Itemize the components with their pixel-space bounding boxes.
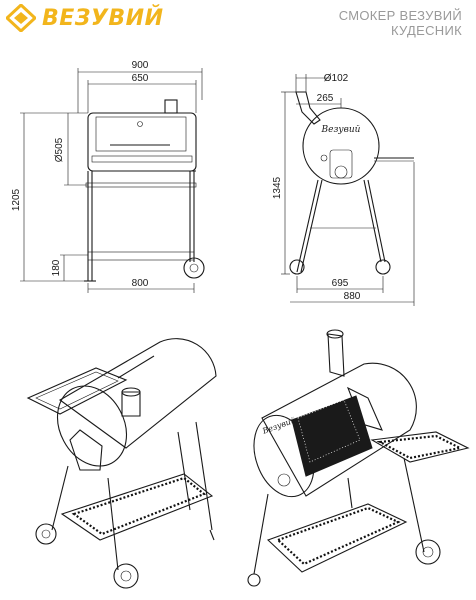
dim-front-800: 800	[132, 278, 149, 289]
dim-front-1205: 1205	[11, 188, 22, 211]
side-view: Везувий Ø102 265 1345 695 880	[272, 73, 415, 306]
dim-side-880: 880	[344, 291, 361, 302]
iso-right-side-shelf	[370, 431, 470, 463]
product-title: СМОКЕР ВЕЗУВИЙ КУДЕСНИК	[339, 8, 462, 38]
iso-left-wheel-1	[35, 523, 57, 545]
side-air-vent	[334, 165, 348, 179]
side-leg-left	[296, 179, 319, 273]
dim-side-265: 265	[317, 93, 334, 104]
iso-right-wheel-1	[247, 573, 261, 587]
iso-view-left	[26, 338, 217, 589]
iso-right-air-vent	[277, 473, 291, 487]
dim-side-d102: Ø102	[324, 73, 349, 84]
iso-right-bottom-shelf	[266, 503, 408, 573]
product-title-line2: КУДЕСНИК	[391, 23, 462, 38]
brand-logo: ВЕЗУВИЙ	[6, 4, 163, 32]
brand-name: ВЕЗУВИЙ	[42, 5, 164, 31]
iso-left-lid-seam	[117, 355, 155, 379]
dim-side-1345: 1345	[272, 176, 283, 199]
iso-right-leg-1	[253, 493, 269, 575]
front-lid	[95, 116, 187, 152]
iso-left-firebox-door	[69, 429, 103, 471]
dim-front-180: 180	[51, 259, 62, 276]
iso-left-leg-1	[51, 465, 69, 531]
dim-side-695: 695	[332, 278, 349, 289]
iso-left-barrel-end	[56, 385, 128, 467]
front-chimney	[164, 99, 178, 114]
iso-right-wheel-2	[415, 539, 441, 565]
front-grate	[91, 155, 193, 163]
iso-right-open-chamber	[291, 395, 373, 477]
side-leg-right	[363, 179, 382, 263]
iso-left-leg-3	[195, 421, 213, 531]
product-title-line1: СМОКЕР ВЕЗУВИЙ	[338, 8, 462, 23]
dim-front-650: 650	[132, 73, 149, 84]
dim-front-900: 900	[132, 60, 149, 71]
dim-front-d505: Ø505	[54, 137, 65, 162]
side-firebox-door	[329, 149, 353, 179]
side-barrel-logo: Везувий	[321, 125, 361, 135]
front-bottom-shelf	[87, 251, 195, 261]
iso-left-bottom-shelf	[60, 473, 214, 541]
front-wheel	[183, 257, 205, 279]
front-thermometer	[137, 121, 143, 127]
iso-view-right: Везувий	[247, 329, 470, 587]
iso-right-chimney	[327, 333, 345, 377]
iso-left-wheel-2	[113, 563, 139, 589]
iso-right-leg-3	[347, 477, 353, 509]
iso-left-side-shelf	[26, 367, 128, 415]
iso-left-barrel	[58, 338, 217, 449]
iso-left-leg-2	[107, 477, 119, 571]
iso-right-lid	[346, 386, 383, 431]
iso-left-chimney	[121, 391, 141, 417]
brand-logo-icon	[6, 4, 36, 32]
side-wheel-left	[289, 259, 305, 275]
iso-right-barrel	[261, 362, 417, 497]
iso-right-leg-2	[403, 457, 425, 553]
side-wheel-right	[375, 259, 391, 275]
front-frame-bar	[85, 182, 197, 188]
side-barrel	[302, 107, 380, 185]
front-view: 900 650 Ø505 1205 180 800	[11, 60, 205, 293]
front-barrel	[87, 112, 197, 172]
